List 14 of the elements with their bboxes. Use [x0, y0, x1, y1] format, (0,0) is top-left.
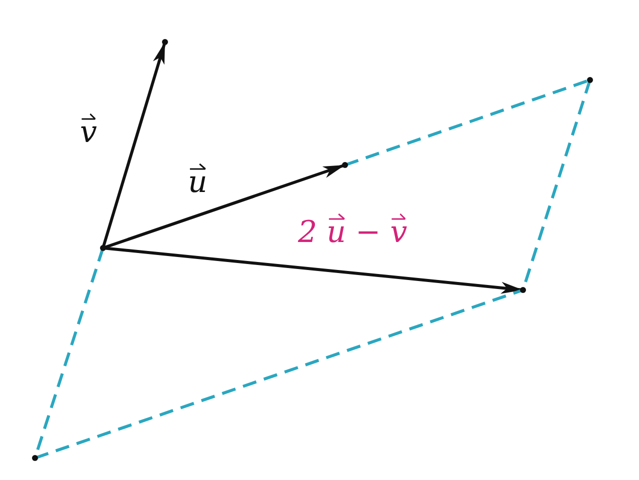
vertex-point [587, 77, 593, 83]
vector-label: u [188, 168, 208, 198]
dashed-line [344, 78, 590, 166]
dashed-line [34, 288, 524, 460]
vector-arrow [102, 42, 166, 248]
vertex-point [32, 455, 38, 461]
vertex-point [162, 39, 168, 45]
vector-arrow [102, 246, 524, 294]
vector-arrow [102, 164, 346, 250]
vertex-point [100, 245, 106, 251]
vertex-point [520, 287, 526, 293]
vector-label: v [80, 118, 97, 148]
vertex-point [342, 162, 348, 168]
vector-label: 2 u − v [298, 218, 408, 248]
